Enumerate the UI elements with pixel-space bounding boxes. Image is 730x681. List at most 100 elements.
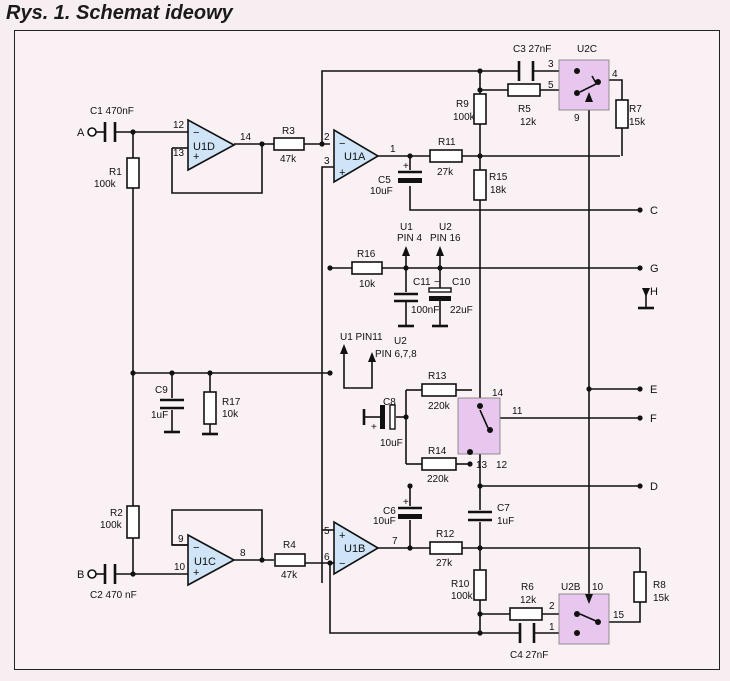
label-r11-value: 27k xyxy=(437,167,454,178)
pin-13: 13 xyxy=(173,148,185,159)
label-r8-value: 15k xyxy=(653,593,670,604)
terminal-e: E xyxy=(650,384,657,396)
label-c3: C3 27nF xyxy=(513,44,551,55)
pin-9: 9 xyxy=(178,534,184,545)
label-c4: C4 27nF xyxy=(510,650,548,661)
opamp-u1a xyxy=(333,128,380,184)
switch-pin-3: 3 xyxy=(548,59,554,70)
figure-title: Rys. 1. Schemat ideowy xyxy=(6,2,233,24)
switch-pin-12: 12 xyxy=(496,460,508,471)
label-u2b: U2B xyxy=(561,582,581,593)
svg-text:+: + xyxy=(371,422,377,433)
label-c10-value: 22uF xyxy=(450,305,473,316)
label-u1a: U1A xyxy=(344,151,366,163)
terminal-f: F xyxy=(650,413,657,425)
label-r3: R3 xyxy=(282,126,295,137)
label-r8: R8 xyxy=(653,580,666,591)
label-c1: C1 470nF xyxy=(90,106,134,117)
label-r2-value: 100k xyxy=(100,520,123,531)
pin-14: 14 xyxy=(240,132,252,143)
ground-symbols xyxy=(164,306,654,436)
terminal-a: A xyxy=(77,127,85,139)
pin-5: 5 xyxy=(324,526,330,537)
label-r17-value: 10k xyxy=(222,409,239,420)
label-u2-pin16: PIN 16 xyxy=(430,233,461,244)
svg-text:−: − xyxy=(339,558,345,570)
svg-text:−: − xyxy=(339,138,345,150)
capacitor-symbols xyxy=(103,61,536,643)
label-r7-value: 15k xyxy=(629,117,646,128)
pin-12: 12 xyxy=(173,120,185,131)
label-r16-value: 10k xyxy=(359,279,376,290)
switch-u1-mid xyxy=(457,397,501,455)
label-r4: R4 xyxy=(283,540,296,551)
opamp-signs: −+ −+ −+ +− xyxy=(193,127,345,579)
switch-pin-5: 5 xyxy=(548,80,554,91)
switch-pin-11: 11 xyxy=(512,406,523,417)
label-r10-value: 100k xyxy=(451,591,474,602)
label-r2: R2 xyxy=(110,508,123,519)
pin-1: 1 xyxy=(390,144,396,155)
pin-7: 7 xyxy=(392,536,398,547)
label-r1-value: 100k xyxy=(94,179,117,190)
svg-text:+: + xyxy=(339,167,345,179)
label-r15: R15 xyxy=(489,172,508,183)
label-c8: C8 xyxy=(383,397,396,408)
label-c9: C9 xyxy=(155,385,168,396)
switch-pin-2: 2 xyxy=(549,601,555,612)
label-r1: R1 xyxy=(109,167,122,178)
label-c5: C5 xyxy=(378,175,391,186)
label-u1b: U1B xyxy=(344,543,365,555)
label-u1c: U1C xyxy=(194,556,216,568)
pin-3: 3 xyxy=(324,156,330,167)
switch-pin-10: 10 xyxy=(592,582,604,593)
pin-10: 10 xyxy=(174,562,186,573)
label-u2-pin16-chip: U2 xyxy=(439,222,452,233)
label-r13-value: 220k xyxy=(428,401,451,412)
label-c7-value: 1uF xyxy=(497,516,514,527)
svg-text:−: − xyxy=(193,127,199,139)
pin-numbers: 12 13 14 2 3 1 9 10 8 5 6 7 3 5 4 9 14 1… xyxy=(173,59,625,633)
pin-2: 2 xyxy=(324,132,330,143)
label-c6-value: 10uF xyxy=(373,516,396,527)
label-r7: R7 xyxy=(629,104,642,115)
svg-text:−: − xyxy=(434,277,440,288)
junction-dots xyxy=(130,68,643,636)
label-r9-value: 100k xyxy=(453,112,476,123)
pin-8: 8 xyxy=(240,548,246,559)
label-u1-pin11: U1 PIN11 xyxy=(340,332,383,343)
label-r5: R5 xyxy=(518,104,531,115)
terminal-labels: A B C D E F G H xyxy=(77,127,659,581)
svg-text:+: + xyxy=(193,567,199,579)
svg-text:−: − xyxy=(193,542,199,554)
label-r4-value: 47k xyxy=(281,570,298,581)
label-u2-pin678: PIN 6,7,8 xyxy=(375,349,417,360)
label-r13: R13 xyxy=(428,371,447,382)
opamp-u1b xyxy=(333,520,380,576)
svg-text:+: + xyxy=(403,161,409,172)
label-r9: R9 xyxy=(456,99,469,110)
resistor-symbols xyxy=(126,83,647,621)
label-r12-value: 27k xyxy=(436,558,453,569)
label-c10: C10 xyxy=(452,277,471,288)
label-u1d: U1D xyxy=(193,141,215,153)
label-r14: R14 xyxy=(428,446,447,457)
polarity-marks: + + − + xyxy=(371,161,440,508)
label-c7: C7 xyxy=(497,503,510,514)
label-r14-value: 220k xyxy=(427,474,450,485)
opamp-u1c xyxy=(187,533,236,587)
svg-text:+: + xyxy=(403,497,409,508)
svg-text:+: + xyxy=(193,151,199,163)
label-r5-value: 12k xyxy=(520,117,537,128)
label-c5-value: 10uF xyxy=(370,186,393,197)
switch-pin-13: 13 xyxy=(476,460,488,471)
label-c11: C11 xyxy=(413,277,431,288)
label-u2c: U2C xyxy=(577,44,597,55)
switch-pin-9: 9 xyxy=(574,113,580,124)
label-c9-value: 1uF xyxy=(151,410,168,421)
switch-u2b xyxy=(558,593,610,645)
terminal-b: B xyxy=(77,569,84,581)
label-r3-value: 47k xyxy=(280,154,297,165)
label-u1-pin4-chip: U1 xyxy=(400,222,413,233)
